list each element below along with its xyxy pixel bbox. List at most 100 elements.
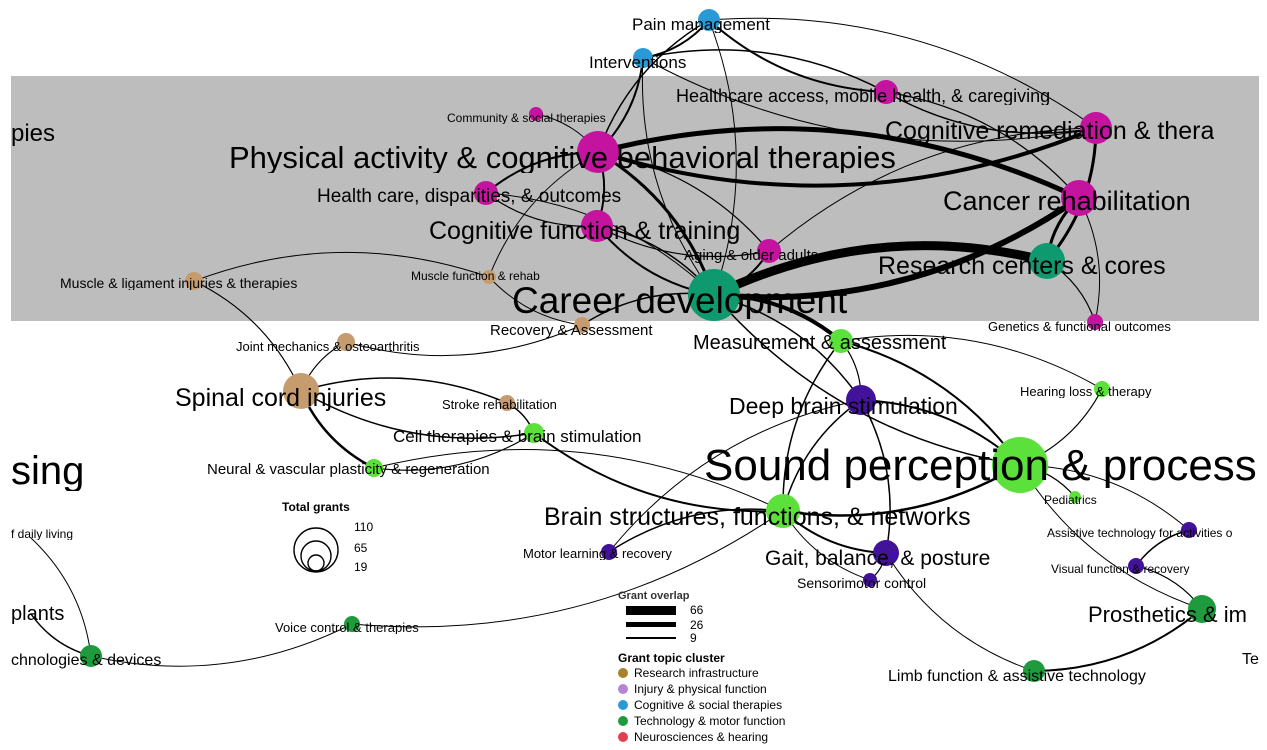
node-pain <box>698 9 720 31</box>
edge-techdev-voice <box>90 623 353 667</box>
label-pain: Pain management <box>632 16 770 33</box>
node-cancer <box>1061 180 1097 216</box>
cluster-item: Neurosciences & hearing <box>618 729 828 745</box>
edge-brain-motorlearn <box>608 508 784 553</box>
label-interventions: Interventions <box>589 54 687 71</box>
size-circle-110 <box>293 527 339 573</box>
label-voice: Voice control & therapies <box>275 621 419 634</box>
node-cogfunc <box>581 210 613 242</box>
node-hearing <box>1094 381 1110 397</box>
edge-spinal-muscle <box>193 280 302 392</box>
label-visual: Visual function & recovery <box>1051 563 1190 575</box>
edge-prosthetics-limb <box>1033 608 1203 672</box>
node-muscle <box>185 272 203 290</box>
label-prosthetics: Prosthetics & im <box>1088 604 1247 626</box>
node-sensorimotor <box>863 573 877 587</box>
label-career: Career development <box>512 282 848 319</box>
cluster-dot <box>618 716 628 726</box>
cluster-label: Neurosciences & hearing <box>634 730 769 744</box>
edge-brain-neural <box>373 449 784 512</box>
edge-physact-cancer <box>595 126 1082 201</box>
label-cell: Cell therapies & brain stimulation <box>393 428 642 445</box>
cluster-label: Injury & physical function <box>634 682 767 696</box>
node-dbs <box>846 385 876 415</box>
label-joint: Joint mechanics & osteoarthritis <box>236 340 420 353</box>
label-motorlearn: Motor learning & recovery <box>523 547 672 560</box>
node-brain <box>766 494 800 528</box>
edge-musclefunc-recovery <box>488 276 583 326</box>
label-physact: Physical activity & cognitive behavioral… <box>229 142 896 173</box>
total-grants-legend: Total grants 110 65 19 <box>282 500 392 574</box>
overlap-value-66: 66 <box>690 603 704 617</box>
size-circle-19 <box>307 554 325 572</box>
edge-sound-brain <box>781 463 1022 517</box>
node-joint <box>337 333 355 351</box>
label-cogremed: Cognitive remediation & thera <box>885 119 1215 144</box>
edge-muscle-musclefunc <box>193 251 490 282</box>
total-grants-circles <box>293 527 339 573</box>
node-sound <box>992 437 1048 493</box>
node-stroke <box>499 395 515 411</box>
node-visual <box>1128 558 1144 574</box>
label-sing: sing <box>11 451 85 491</box>
overlap-row-9: 9 <box>626 631 828 645</box>
label-muscle: Muscle & ligament injuries & therapies <box>60 276 298 290</box>
node-voice <box>344 616 360 632</box>
edge-neural-cell <box>373 432 535 471</box>
node-gait <box>873 540 899 566</box>
node-spinal <box>283 373 319 409</box>
cluster-item: Injury & physical function <box>618 681 828 697</box>
edge-techdev-adl <box>30 537 92 657</box>
label-plants: plants <box>11 604 65 624</box>
node-measure <box>829 329 853 353</box>
label-adl: f daily living <box>11 528 74 540</box>
label-assistive: Assistive technology for activities o <box>1047 527 1233 539</box>
cluster-dot <box>618 732 628 742</box>
edge-brain-voice <box>351 510 784 628</box>
cluster-dot <box>618 684 628 694</box>
size-value-65: 65 <box>354 541 368 555</box>
edge-spinal-cell <box>300 390 535 439</box>
node-assistive <box>1181 522 1197 538</box>
label-spinal: Spinal cord injuries <box>175 386 387 411</box>
overlap-value-26: 26 <box>690 617 704 632</box>
edge-measure-brain <box>782 340 842 512</box>
node-limb <box>1023 660 1045 682</box>
size-circle-65 <box>300 540 332 572</box>
cluster-label: Technology & motor function <box>634 714 786 728</box>
edge-measure-hearing <box>840 334 1103 390</box>
edge-career-sound <box>713 294 1021 466</box>
edge-interventions-healthcare <box>642 49 887 93</box>
edge-career-cancer <box>711 195 1082 301</box>
cluster-label: Research infrastructure <box>634 666 759 680</box>
label-hearing: Hearing loss & therapy <box>1020 385 1152 398</box>
edge-spinal-stroke <box>300 377 508 404</box>
edge-physact-aging <box>597 151 770 252</box>
label-recovery: Recovery & Assessment <box>490 323 653 338</box>
edge-dbs-motorlearn <box>608 399 862 553</box>
label-sound: Sound perception & process <box>704 444 1257 488</box>
label-measure: Measurement & assessment <box>693 333 947 353</box>
node-healthcare <box>874 80 898 104</box>
total-grants-title: Total grants <box>282 500 350 514</box>
cluster-label: Cognitive & social therapies <box>634 698 783 712</box>
overlap-value-9: 9 <box>690 631 697 645</box>
label-pies: pies <box>11 122 56 146</box>
node-motorlearn <box>601 544 617 560</box>
node-genetics <box>1087 314 1103 330</box>
cluster-dot <box>618 700 628 710</box>
edge-gait-limb <box>885 552 1035 672</box>
label-gait: Gait, balance, & posture <box>765 548 991 569</box>
node-aging <box>757 239 781 263</box>
label-community: Community & social therapies <box>447 112 606 124</box>
label-te: Te <box>1242 652 1259 668</box>
edge-pain-cogremed <box>708 17 1097 129</box>
node-career <box>688 269 740 321</box>
overlap-bar-26 <box>626 622 676 627</box>
node-hcdisp <box>474 181 498 205</box>
overlap-title: Grant overlap <box>618 590 690 602</box>
edge-dbs-gait <box>860 399 891 554</box>
label-pediatrics: Pediatrics <box>1044 494 1097 506</box>
label-hcdisp: Health care, disparities, & outcomes <box>317 187 622 206</box>
